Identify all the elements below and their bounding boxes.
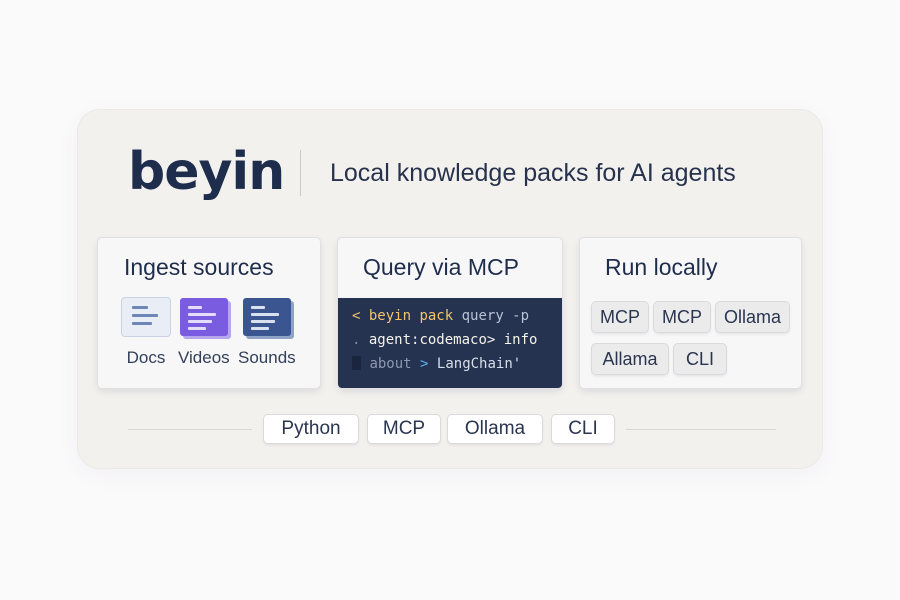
ingest-sources-card: Ingest sources Docs Videos xyxy=(98,238,320,388)
terminal-line-1: < beyin pack query -p xyxy=(352,308,529,324)
terminal-window: < beyin pack query -p . agent:codemaco> … xyxy=(338,298,562,388)
tag-mcp: MCP xyxy=(592,302,648,332)
command-text: agent:codemaco> xyxy=(368,332,496,348)
tag-cli: CLI xyxy=(674,344,726,374)
tagline: Local knowledge packs for AI agents xyxy=(330,159,736,187)
card-title: Run locally xyxy=(605,254,718,280)
tag-mcp: MCP xyxy=(654,302,710,332)
tag-allama: Allama xyxy=(592,344,668,374)
run-locally-card: Run locally MCP MCP Ollama Allama CLI xyxy=(580,238,801,388)
footer-tag-mcp: MCP xyxy=(368,415,440,443)
card-title: Ingest sources xyxy=(124,254,274,280)
brand-logo: beyin xyxy=(128,142,285,202)
footer-tag-cli: CLI xyxy=(552,415,614,443)
footer-tag-ollama: Ollama xyxy=(448,415,542,443)
footer-tag-python: Python xyxy=(264,415,358,443)
query-mcp-card: Query via MCP < beyin pack query -p . ag… xyxy=(338,238,562,388)
footer-rule-left xyxy=(128,429,252,430)
command-args: LangChain' xyxy=(436,356,522,372)
arrow-symbol: > xyxy=(420,356,429,372)
document-icon xyxy=(122,298,170,336)
command-args: info xyxy=(503,332,538,348)
source-videos: Videos xyxy=(178,298,230,368)
card-title: Query via MCP xyxy=(363,254,519,280)
source-label: Docs xyxy=(126,348,166,367)
command-args: query -p xyxy=(461,308,530,324)
source-docs: Docs xyxy=(122,298,170,368)
tag-ollama: Ollama xyxy=(716,302,789,332)
command-text: beyin pack xyxy=(368,308,454,324)
video-file-icon xyxy=(179,298,228,336)
footer-rule-right xyxy=(626,429,776,430)
brand-divider xyxy=(300,150,301,196)
cursor-block xyxy=(352,356,361,370)
source-label: Videos xyxy=(178,348,230,367)
terminal-line-3: about > LangChain' xyxy=(352,356,521,372)
audio-file-icon xyxy=(242,298,291,336)
source-sounds: Sounds xyxy=(238,298,296,368)
command-text: about xyxy=(369,356,412,372)
prompt-symbol: . xyxy=(352,332,361,348)
prompt-symbol: < xyxy=(352,308,361,324)
source-label: Sounds xyxy=(238,348,296,367)
terminal-line-2: . agent:codemaco> info xyxy=(352,332,537,348)
